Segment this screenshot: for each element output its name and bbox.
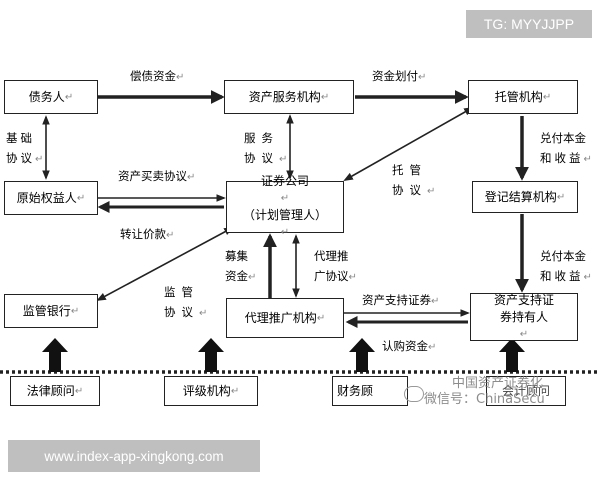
node-distribution-agent: 代理推广机构↵ [226, 298, 344, 338]
node-legal-counsel: 法律顾问↵ [10, 376, 100, 406]
label-service-agreement: 服务协议↵ [244, 131, 294, 165]
up-arrow-accountant [499, 338, 525, 372]
label-principal-income-1: 兑付本金和收益↵ [540, 131, 595, 165]
node-accountant: 会计顾问 [486, 376, 566, 406]
node-financial-advisor: 财务顾 [332, 376, 408, 406]
node-rating-agency: 评级机构↵ [164, 376, 258, 406]
node-debtor: 债务人↵ [4, 80, 98, 114]
arrow-securities-custodian [343, 107, 474, 181]
label-asset-sale-agreement: 资产买卖协议↵ [118, 169, 196, 183]
label-principal-income-2: 兑付本金和收益↵ [540, 249, 595, 283]
node-asset-service: 资产服务机构↵ [224, 80, 354, 114]
node-registration-clearing: 登记结算机构↵ [472, 181, 578, 213]
label-repay-funds: 偿债资金↵ [130, 69, 185, 83]
label-basic-agreement: 基础协议↵ [6, 131, 47, 165]
label-custody-agreement: 托管协议↵ [392, 163, 442, 197]
top-right-tag: TG: MYYJJPP [466, 10, 592, 38]
up-arrow-legal [42, 338, 68, 372]
node-abs-holders: 资产支持证 券持有人↵ [470, 293, 578, 341]
label-raise-funds: 募集资金↵ [225, 249, 257, 283]
label-distribution-agreement: 代理推广协议↵ [314, 249, 357, 283]
label-supervision-agreement: 监管协议↵ [164, 285, 214, 319]
up-arrow-financial [349, 338, 375, 372]
node-custodian: 托管机构↵ [468, 80, 578, 114]
up-arrow-rating [198, 338, 224, 372]
label-fund-transfer: 资金划付↵ [372, 69, 427, 83]
wechat-icon [404, 386, 424, 402]
label-subscription-funds: 认购资金↵ [382, 339, 437, 353]
watermark-line-2: 微信号：ChinaSecu [424, 392, 545, 407]
node-original-holder: 原始权益人↵ [4, 181, 98, 215]
label-transfer-price: 转让价款↵ [120, 227, 175, 241]
watermark-line-1: 中国资产证券化 [452, 376, 544, 391]
bottom-left-tag: www.index-app-xingkong.com [8, 440, 260, 472]
node-supervising-bank: 监管银行↵ [4, 294, 98, 328]
node-securities-company: 证券公司↵ （计划管理人）↵ [226, 174, 344, 238]
arrow-supervision [96, 227, 234, 301]
label-abs-securities: 资产支持证券↵ [362, 293, 440, 307]
